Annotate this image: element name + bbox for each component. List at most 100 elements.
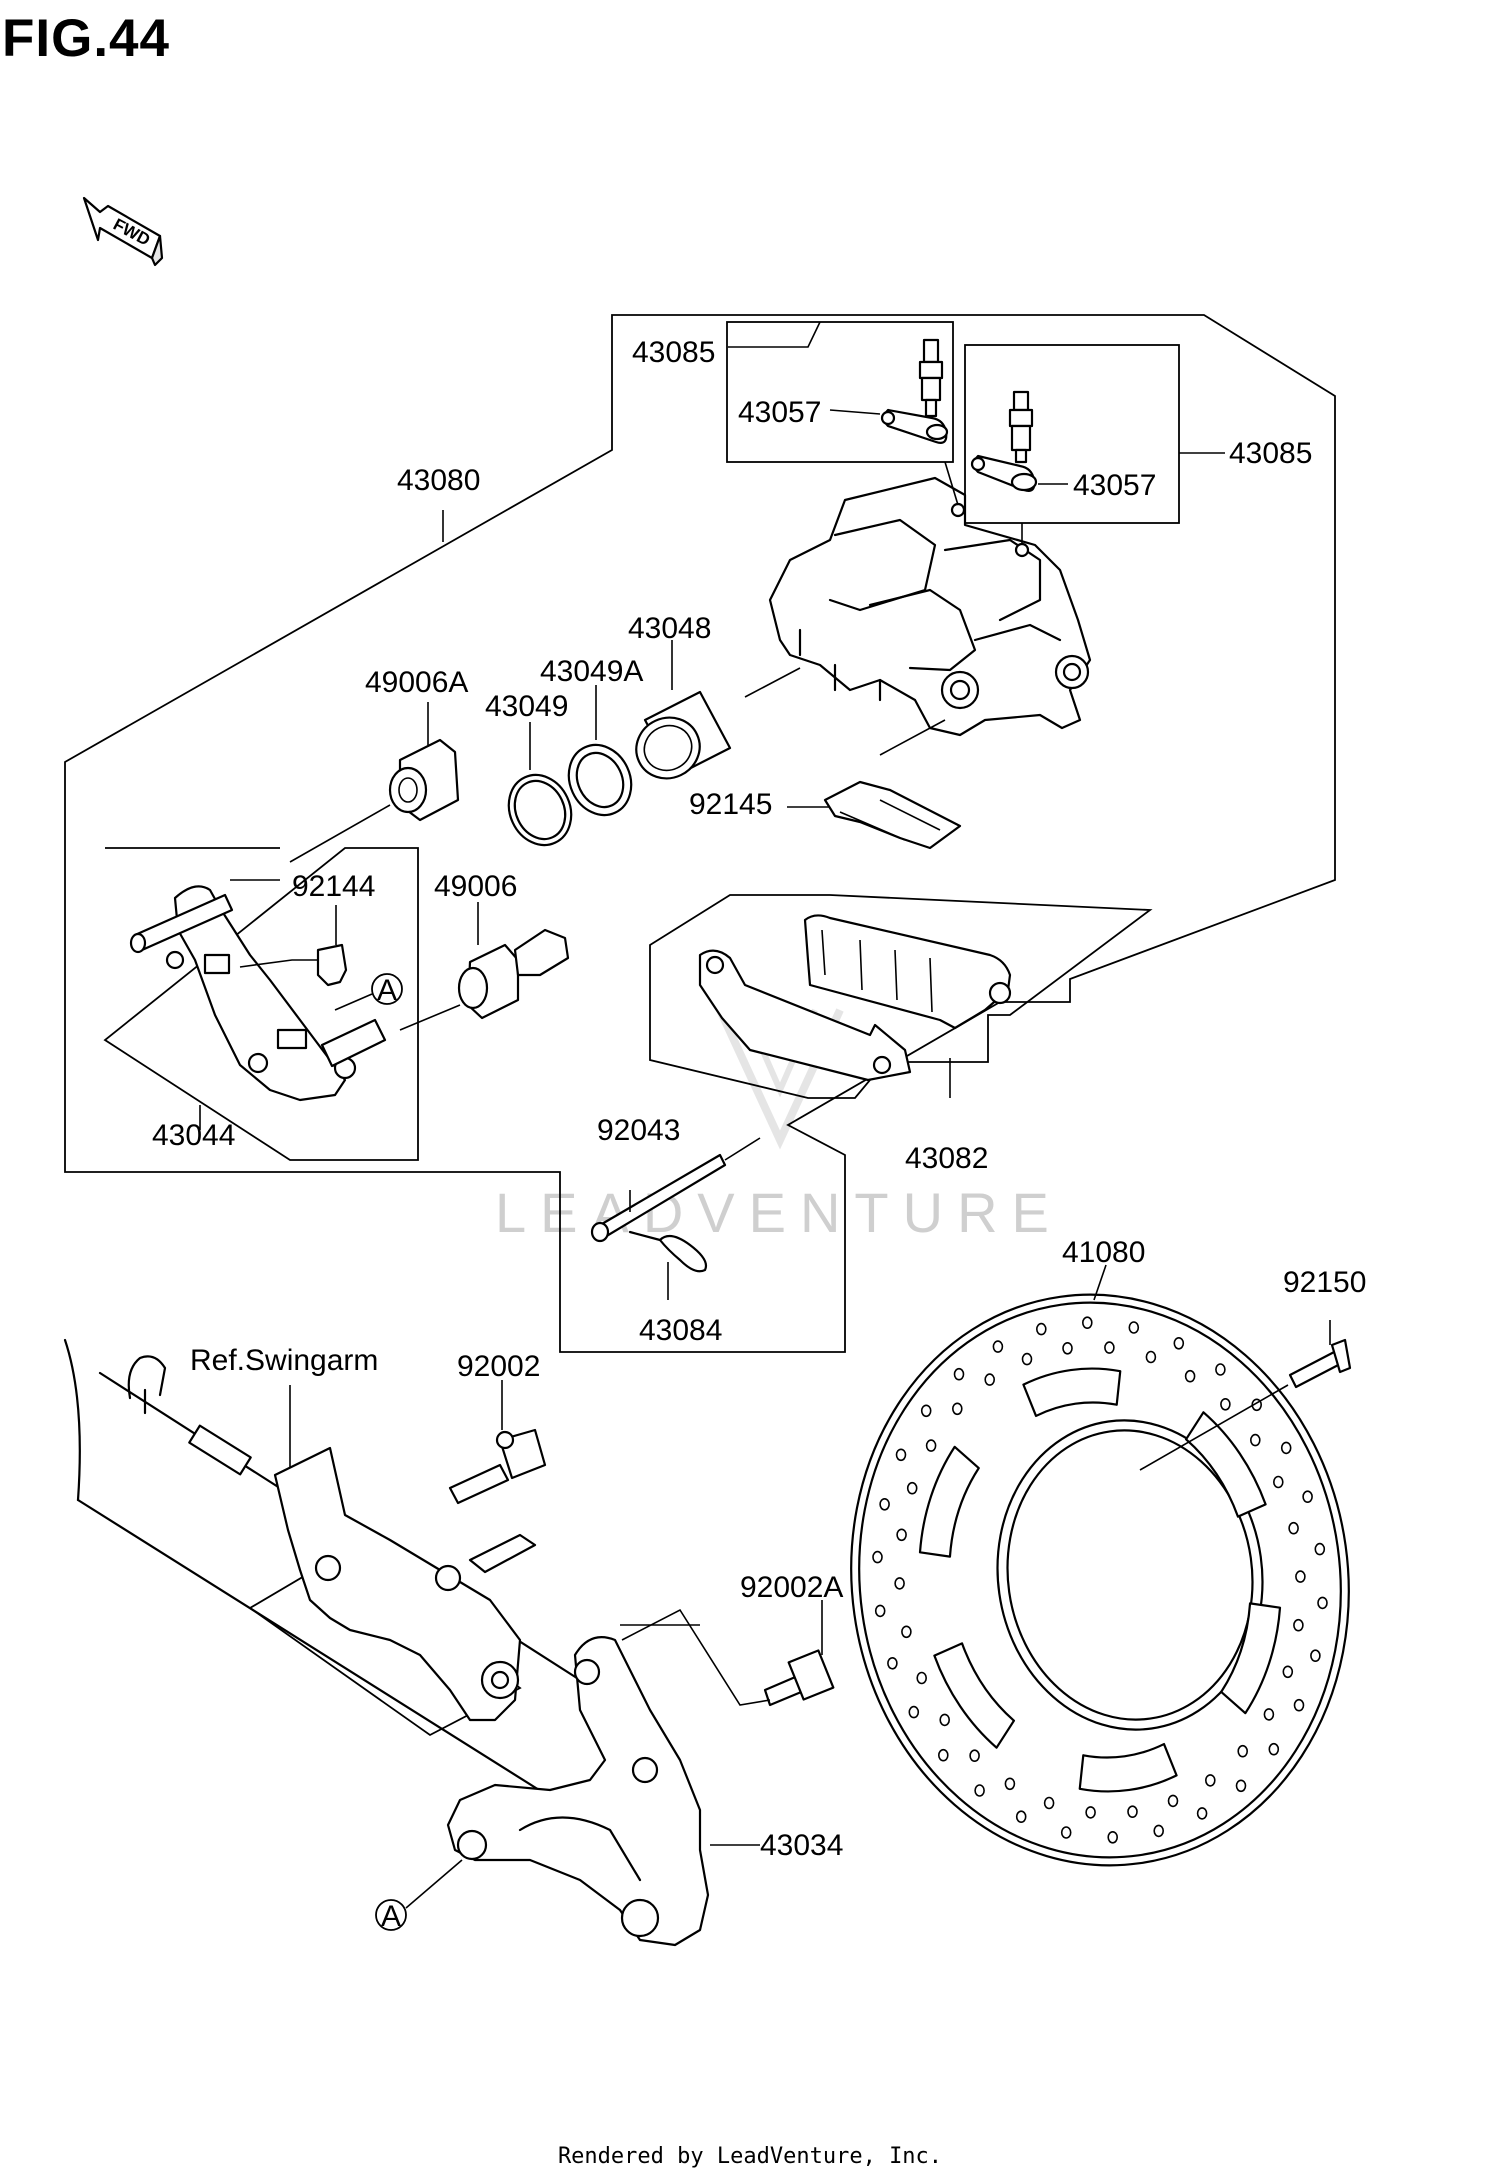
disc-slot xyxy=(1022,1367,1122,1418)
disc-hole xyxy=(920,1404,932,1418)
disc-hole xyxy=(1273,1475,1284,1489)
boot-49006A xyxy=(388,738,460,822)
disc-hole xyxy=(969,1749,980,1762)
fwd-arrow-icon: FWD xyxy=(82,196,164,267)
label-92150: 92150 xyxy=(1283,1266,1366,1299)
label-92043: 92043 xyxy=(597,1114,680,1147)
label-43080: 43080 xyxy=(397,464,480,497)
bolt-92002 xyxy=(448,1428,547,1505)
disc-hole xyxy=(879,1498,890,1511)
disc-hole xyxy=(906,1481,918,1495)
disc-hole xyxy=(1280,1441,1292,1455)
bleed-cap-left xyxy=(880,408,949,444)
disc-hole xyxy=(908,1705,920,1719)
disc-hole xyxy=(894,1577,905,1590)
disc-hole xyxy=(1128,1321,1140,1334)
disc-hole xyxy=(1153,1824,1164,1838)
callout-a-top: A xyxy=(371,973,403,1007)
disc-hole xyxy=(895,1448,907,1462)
caliper-bracket xyxy=(165,885,357,1102)
bolt-92002A xyxy=(763,1649,835,1707)
disc-hole xyxy=(1282,1665,1294,1679)
disc-hole xyxy=(951,1402,963,1416)
disc-slot xyxy=(1220,1602,1282,1715)
disc-hole xyxy=(1250,1433,1261,1447)
disc-hole xyxy=(874,1604,886,1618)
disc-bolt xyxy=(1288,1338,1352,1389)
bleeder-box-left xyxy=(726,321,954,463)
label-43044: 43044 xyxy=(152,1119,235,1152)
disc-hole xyxy=(937,1748,949,1762)
disc-hole xyxy=(1127,1805,1138,1818)
disc-slot xyxy=(918,1445,980,1558)
disc-hole xyxy=(1173,1337,1185,1350)
disc-hole xyxy=(1021,1352,1033,1366)
label-49006A: 49006A xyxy=(365,666,468,699)
disc-hole xyxy=(939,1713,951,1727)
disc-hole xyxy=(1145,1350,1157,1364)
brake-pad-lower xyxy=(698,949,912,1082)
label-92002A: 92002A xyxy=(740,1571,843,1604)
disc-hole xyxy=(925,1439,937,1452)
disc-hole xyxy=(1293,1698,1305,1712)
label-43034: 43034 xyxy=(760,1829,843,1862)
disc-hole xyxy=(1293,1618,1304,1632)
disc-hole xyxy=(1220,1398,1231,1411)
disc-hole xyxy=(1107,1831,1118,1844)
callout-a-top-label: A xyxy=(377,974,397,1007)
assembly-outline-43080 xyxy=(64,314,1336,1353)
piston-seal xyxy=(507,773,573,847)
label-43085-top: 43085 xyxy=(632,336,715,369)
disc-hole xyxy=(984,1373,996,1386)
disc-hole xyxy=(1314,1542,1326,1556)
pad-spring xyxy=(823,780,962,850)
disc-hole xyxy=(1235,1779,1247,1793)
dust-seal xyxy=(567,743,633,817)
boot-49006 xyxy=(457,928,570,1020)
label-43048: 43048 xyxy=(628,612,711,645)
footer-credit: Rendered by LeadVenture, Inc. xyxy=(557,2144,943,2169)
disc-hole xyxy=(916,1671,928,1685)
disc-hole xyxy=(1062,1342,1073,1355)
figure-title: FIG.44 xyxy=(2,9,171,68)
watermark: LEADVENTURE xyxy=(495,1181,1063,1244)
brake-pad-upper xyxy=(803,914,1012,1030)
label-43085-right: 43085 xyxy=(1229,437,1312,470)
disc-hole xyxy=(1288,1521,1299,1535)
disc-hole xyxy=(1317,1596,1328,1610)
disc-hole xyxy=(1015,1810,1027,1823)
bracket-box xyxy=(103,847,419,1161)
disc-hole xyxy=(953,1367,965,1381)
pad-retainer-clip xyxy=(316,943,348,987)
pad-pin-clip xyxy=(628,1230,708,1273)
disc-hole xyxy=(1196,1807,1208,1820)
disc-slot xyxy=(933,1642,1016,1749)
disc-hole xyxy=(1082,1316,1093,1329)
callout-a-bottom: A xyxy=(375,1899,407,1933)
label-ref-swingarm: Ref.Swingarm xyxy=(190,1344,378,1377)
callout-a-bottom-label: A xyxy=(381,1900,401,1933)
disc-hole xyxy=(1184,1369,1196,1383)
disc-hole xyxy=(1036,1322,1047,1336)
disc-hole xyxy=(992,1340,1004,1353)
disc-hole xyxy=(1085,1806,1096,1819)
disc-hole xyxy=(887,1657,898,1670)
disc-hole xyxy=(901,1625,912,1639)
label-43082: 43082 xyxy=(905,1142,988,1175)
brake-disc xyxy=(850,1293,1350,1867)
disc-hole xyxy=(1302,1490,1313,1503)
slide-pin-lower xyxy=(320,1018,387,1068)
bleed-valve-right xyxy=(1008,390,1034,464)
disc-hole xyxy=(1167,1794,1179,1808)
label-41080: 41080 xyxy=(1062,1236,1145,1269)
disc-hole xyxy=(872,1550,883,1564)
disc-hole xyxy=(1043,1796,1055,1810)
torque-link xyxy=(273,1446,537,1722)
disc-hole xyxy=(1310,1649,1321,1662)
disc-slot xyxy=(1078,1742,1178,1793)
bleeder-box-right xyxy=(964,344,1180,524)
label-92002: 92002 xyxy=(457,1350,540,1383)
disc-hole xyxy=(1295,1570,1306,1583)
label-92145: 92145 xyxy=(689,788,772,821)
